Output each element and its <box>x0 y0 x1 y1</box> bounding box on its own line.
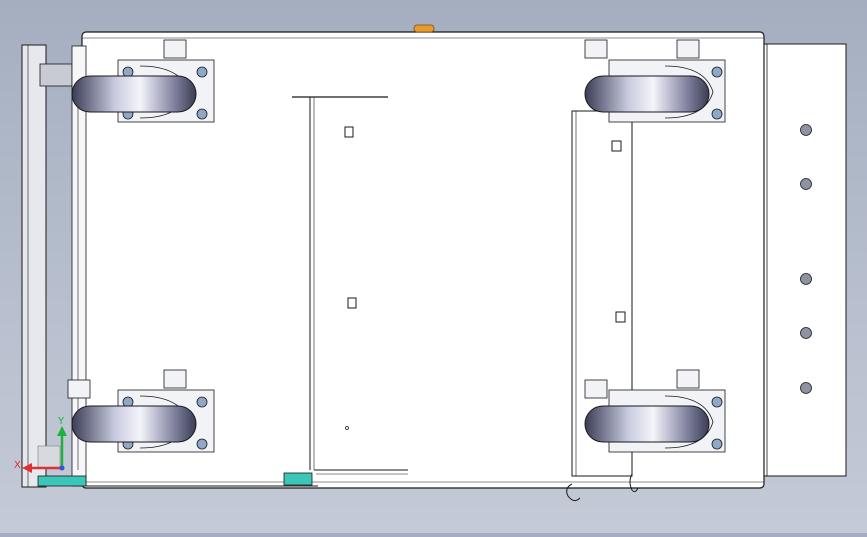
center-cover <box>292 96 408 475</box>
axis-x-label: X <box>14 460 21 471</box>
caster-top-right <box>584 39 726 123</box>
side-panel-hole <box>800 273 812 285</box>
caster-bottom-left <box>67 369 215 453</box>
side-panel-hole <box>800 382 812 394</box>
side-panel <box>761 43 847 477</box>
top-knob <box>413 24 435 33</box>
caster-bottom-right <box>584 369 726 453</box>
side-panel-hole <box>800 124 812 136</box>
side-panel-hole <box>800 327 812 339</box>
bottom-strip-left <box>37 475 87 487</box>
hook-right <box>629 473 639 493</box>
left-rail <box>21 44 87 488</box>
bottom-strip-center <box>283 472 313 486</box>
hook-left <box>566 483 581 502</box>
caster-top-left <box>71 39 215 123</box>
axis-triad: Y X <box>14 416 67 473</box>
side-panel-holes <box>800 124 812 394</box>
side-panel-hole <box>800 178 812 190</box>
axis-y-label: Y <box>57 416 65 427</box>
